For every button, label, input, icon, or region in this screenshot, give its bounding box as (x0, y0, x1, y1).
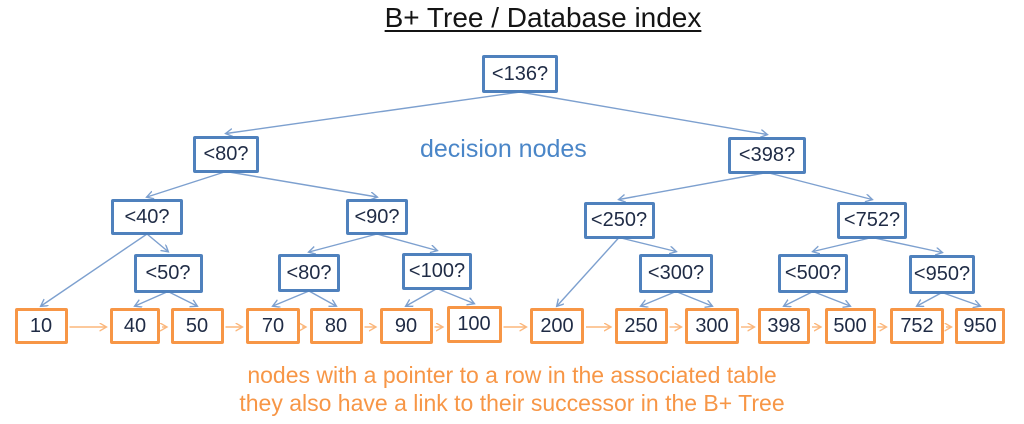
tree-edge-80b-80 (308, 290, 336, 306)
tree-edge-300-300 (675, 290, 712, 307)
decision-node-500: <500? (778, 253, 848, 293)
tree-edge-100-100 (436, 287, 474, 304)
tree-edge-50-50 (167, 290, 197, 307)
decision-node-80b: <80? (278, 254, 340, 292)
footnote-line-1: nodes with a pointer to a row in the ass… (247, 362, 777, 388)
tree-edge-398-250 (619, 171, 768, 200)
tree-edge-136-80 (226, 91, 521, 134)
leaf-node-90: 90 (379, 308, 433, 344)
leaf-node-100: 100 (446, 305, 502, 343)
tree-edge-136-398 (519, 91, 767, 135)
leaf-node-50: 50 (170, 308, 224, 344)
leaf-node-950: 950 (955, 308, 1005, 344)
tree-edge-250-200 (557, 237, 620, 307)
tree-edge-752-500 (813, 236, 873, 252)
leaf-node-40: 40 (110, 308, 160, 344)
tree-edge-100-90 (406, 287, 438, 307)
decision-node-80: <80? (193, 135, 259, 173)
leaf-node-80: 80 (309, 308, 363, 344)
leaf-node-500: 500 (824, 308, 876, 344)
tree-edge-950-752 (917, 291, 943, 307)
page-title: B+ Tree / Database index (384, 2, 702, 33)
decision-node-752: <752? (837, 201, 907, 239)
decision-node-300: <300? (639, 253, 713, 293)
decision-node-90: <90? (346, 199, 408, 235)
leaf-node-200: 200 (530, 308, 584, 344)
tree-edge-90-80b (309, 233, 378, 252)
tree-edge-80-40 (147, 170, 227, 198)
tree-edge-300-250 (641, 290, 677, 307)
tree-edge-40-10 (41, 233, 148, 306)
leaf-node-250: 250 (614, 308, 668, 344)
tree-edge-752-950 (871, 236, 942, 253)
tree-edge-950-950 (941, 291, 980, 307)
decision-node-250: <250? (583, 201, 655, 239)
decision-node-950: <950? (909, 254, 975, 294)
tree-edge-398-752 (766, 171, 872, 200)
tree-edge-500-500 (812, 290, 850, 307)
tree-edge-90-100 (376, 233, 437, 251)
tree-edge-80b-70 (273, 290, 310, 306)
leaf-node-70: 70 (246, 308, 300, 344)
decision-node-136: <136? (482, 55, 558, 93)
leaf-footnote: nodes with a pointer to a row in the ass… (0, 361, 1024, 417)
decision-node-398: <398? (728, 136, 806, 174)
leaf-node-398: 398 (758, 308, 810, 344)
tree-edge-250-300 (618, 236, 676, 252)
tree-edge-80-90 (225, 170, 377, 198)
tree-edge-500-398 (784, 290, 814, 307)
leaf-node-752: 752 (890, 308, 944, 344)
decision-node-100: <100? (402, 252, 472, 290)
decision-node-40: <40? (111, 199, 183, 235)
leaf-node-300: 300 (685, 308, 739, 344)
tree-edge-50-40 (135, 290, 169, 307)
tree-edge-40-50 (146, 233, 168, 252)
decision-node-50: <50? (133, 253, 203, 293)
decision-nodes-label: decision nodes (420, 135, 587, 163)
leaf-node-10: 10 (14, 308, 68, 344)
footnote-line-2: they also have a link to their successor… (239, 390, 785, 416)
